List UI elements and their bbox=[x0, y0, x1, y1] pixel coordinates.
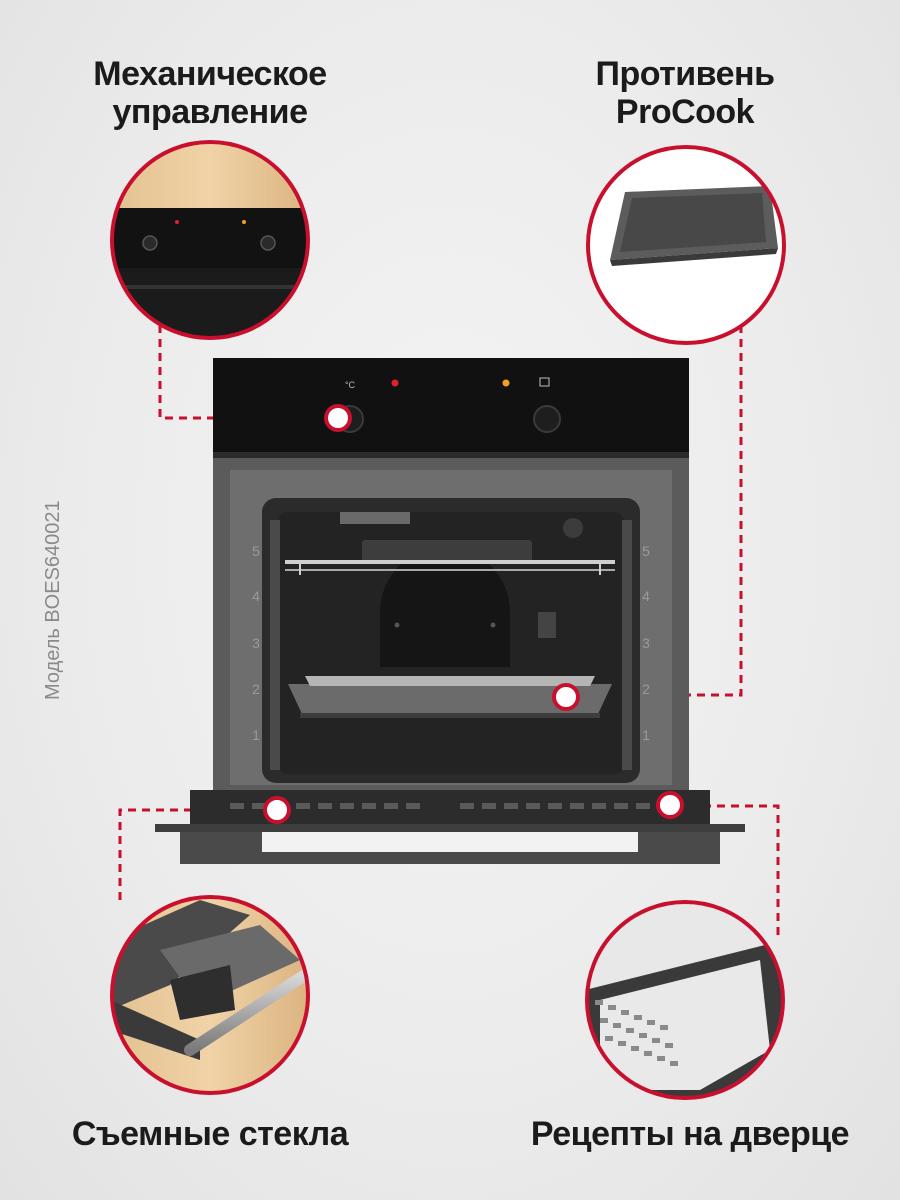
hotspot-recipes-door bbox=[656, 791, 684, 819]
connector-tray bbox=[566, 325, 743, 697]
shelf-number: 5 bbox=[252, 543, 260, 559]
oven-door bbox=[155, 790, 745, 864]
hotspot-removable-glass bbox=[263, 796, 291, 824]
feature-label-tray: Противень ProCook bbox=[530, 55, 840, 131]
feature-label-line: Механическое bbox=[93, 55, 327, 93]
shelf-number: 4 bbox=[642, 588, 650, 604]
feature-label-removable-glass: Съемные стекла bbox=[40, 1115, 380, 1153]
detail-circle-recipes-door bbox=[585, 900, 785, 1100]
hotspots bbox=[263, 404, 684, 824]
feature-label-line: ProCook bbox=[615, 93, 755, 131]
mode-knob bbox=[533, 405, 561, 433]
shelf-number: 1 bbox=[642, 727, 650, 743]
shelf-number: 3 bbox=[252, 635, 260, 651]
detail-circle-mechanical-control bbox=[110, 140, 310, 340]
baking-tray bbox=[288, 676, 612, 718]
feature-label-text: Рецепты на дверце bbox=[530, 1115, 850, 1153]
shelf-number: 5 bbox=[642, 543, 650, 559]
indicator-light-orange bbox=[502, 379, 510, 387]
control-panel bbox=[213, 358, 689, 456]
detail-circle-tray bbox=[586, 145, 786, 345]
shelf-number: 3 bbox=[642, 635, 650, 651]
shelf-number: 2 bbox=[252, 681, 260, 697]
detail-circle-removable-glass bbox=[110, 895, 310, 1095]
wire-rack bbox=[285, 540, 615, 575]
feature-label-mechanical-control: Механическое управление bbox=[60, 55, 360, 131]
oven: °C bbox=[155, 358, 745, 864]
hotspot-mechanical-control bbox=[324, 404, 352, 432]
feature-label-text: Съемные стекла bbox=[71, 1115, 349, 1153]
shelf-numbers: 5 4 3 2 1 5 4 3 2 1 bbox=[252, 543, 650, 743]
temperature-symbol: °C bbox=[345, 380, 356, 390]
feature-label-line: Противень bbox=[595, 55, 775, 93]
connector-removable-glass bbox=[118, 808, 276, 900]
shelf-number: 4 bbox=[252, 588, 260, 604]
shelf-number: 1 bbox=[252, 727, 260, 743]
shelf-number: 2 bbox=[642, 681, 650, 697]
fan-cover bbox=[380, 547, 510, 667]
feature-label-line: управление bbox=[112, 93, 308, 131]
indicator-light-red bbox=[391, 379, 399, 387]
door-handle bbox=[262, 832, 638, 852]
lamp bbox=[538, 612, 556, 638]
mode-icon bbox=[539, 377, 550, 387]
hotspot-tray bbox=[552, 683, 580, 711]
feature-label-recipes-door: Рецепты на дверце bbox=[500, 1115, 880, 1153]
